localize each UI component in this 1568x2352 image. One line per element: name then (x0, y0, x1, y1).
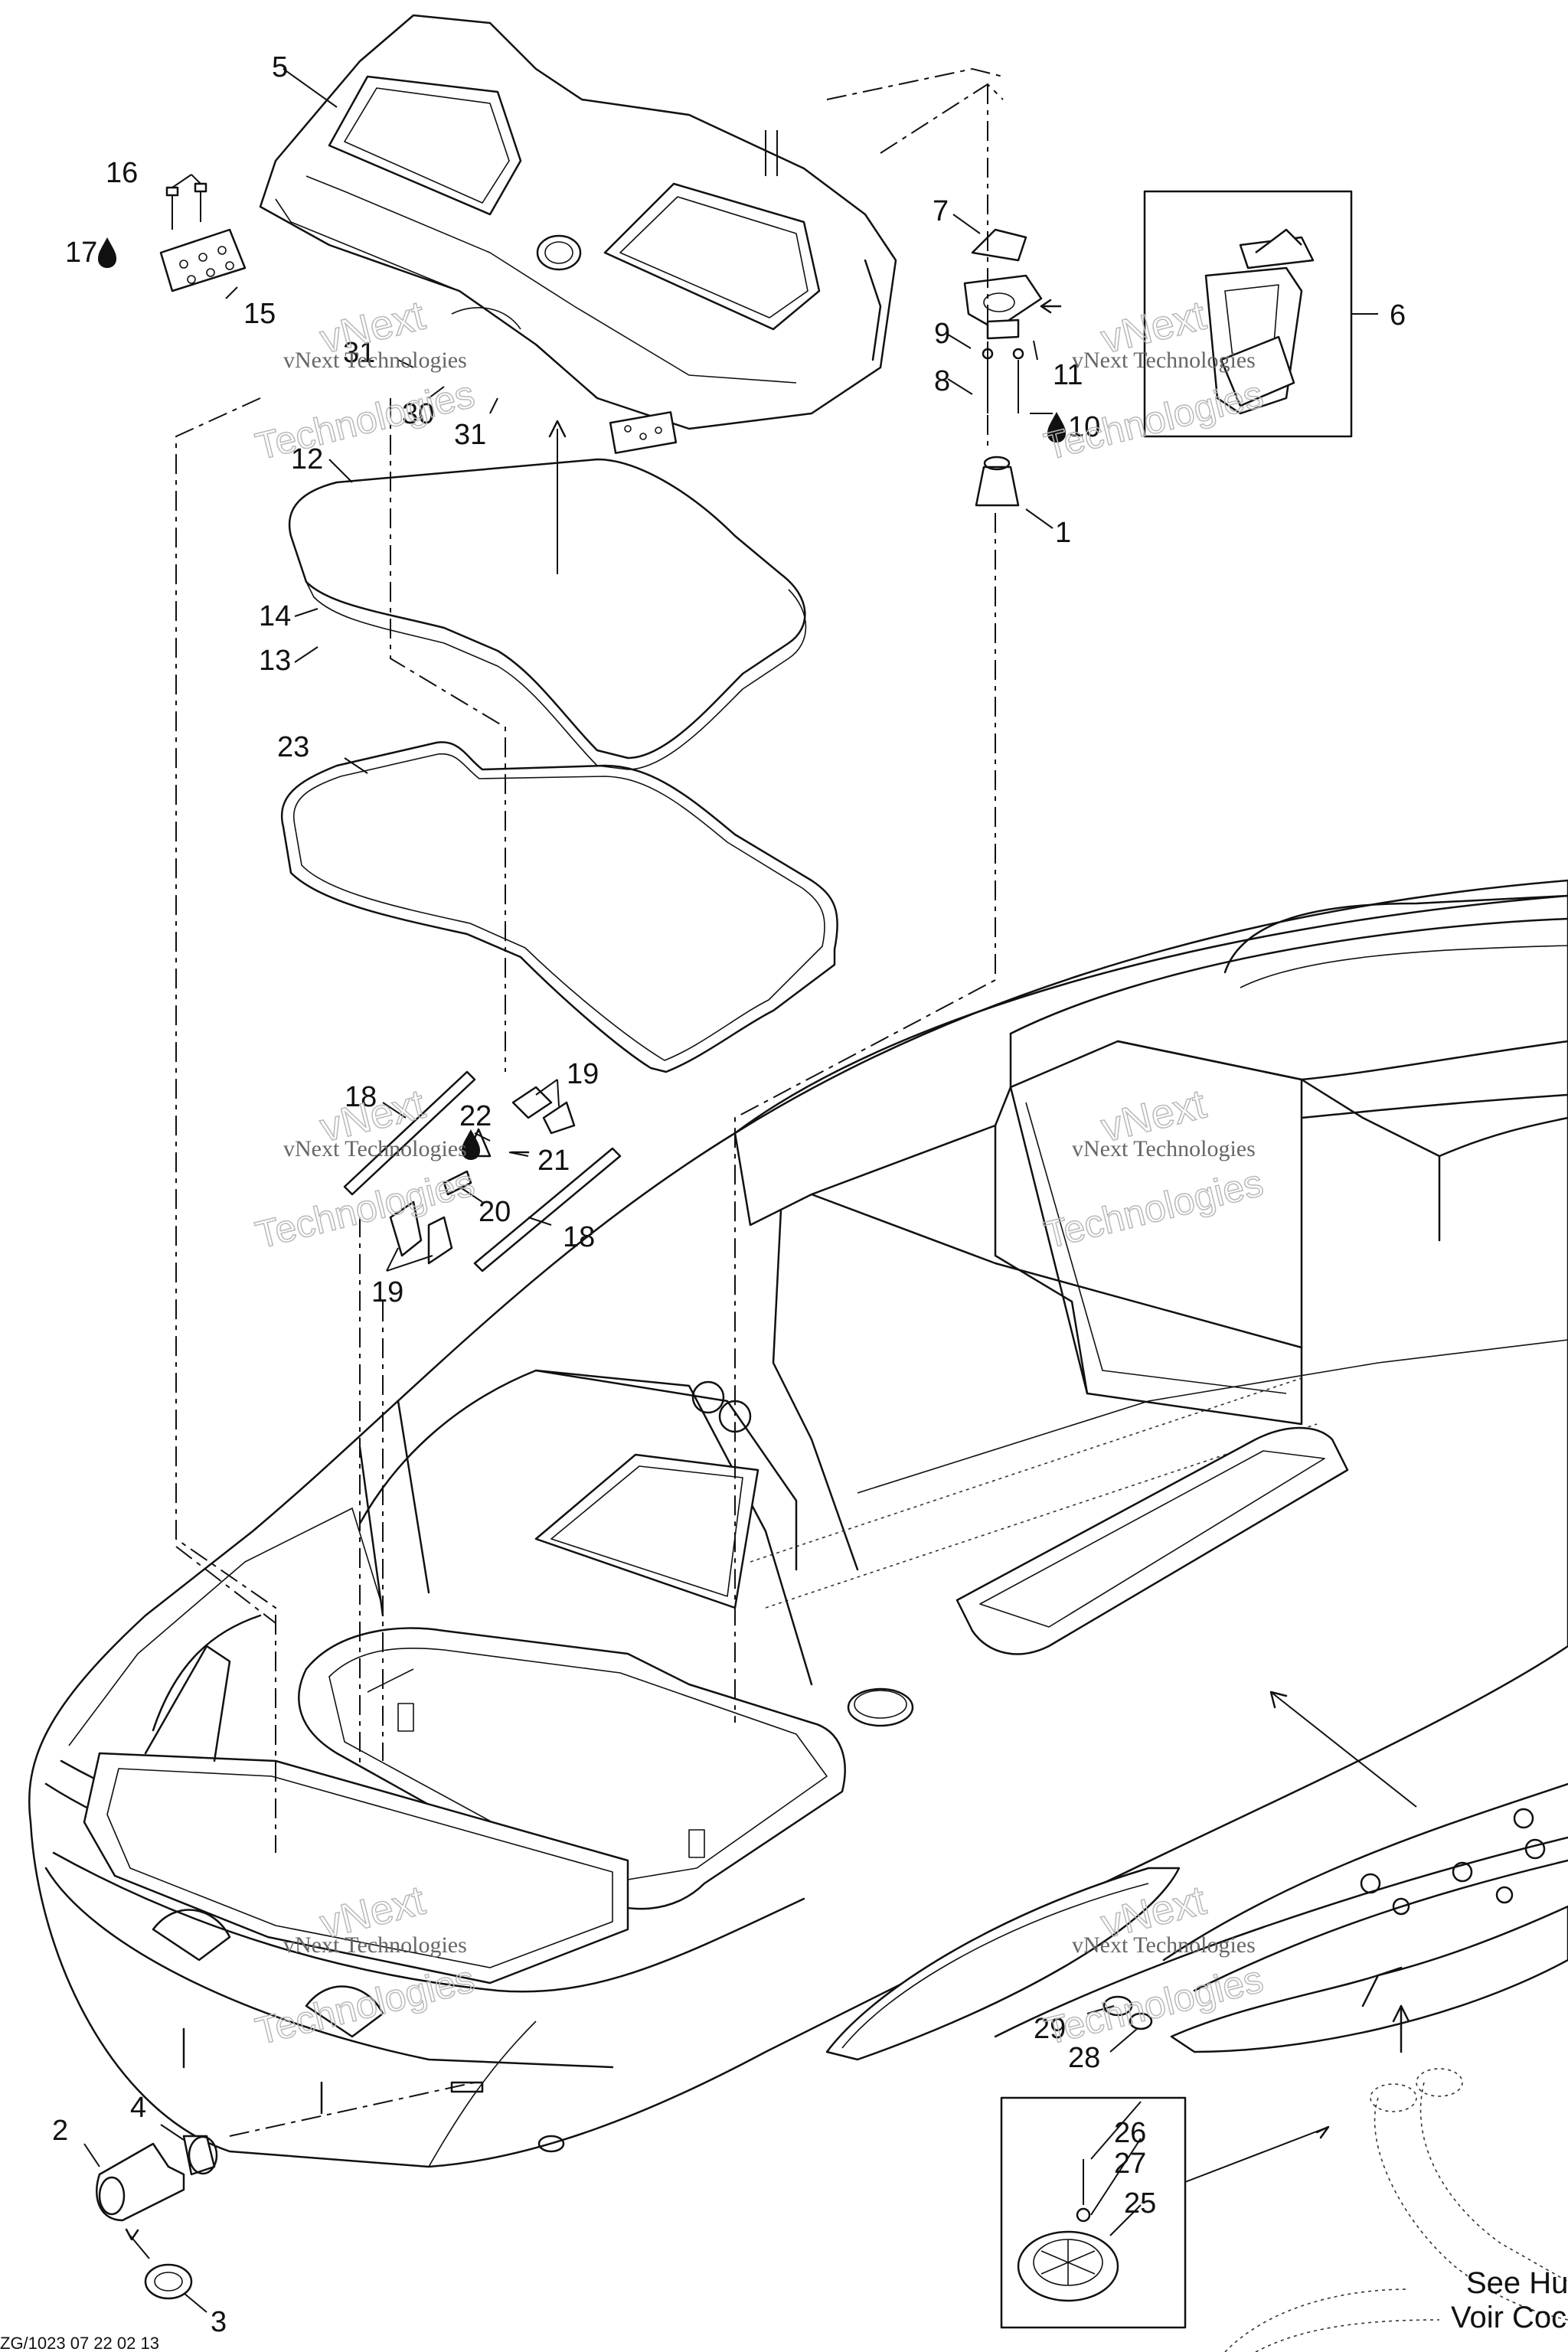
callout-19a: 19 (567, 1058, 599, 1090)
callout-8: 8 (934, 365, 950, 397)
callout-23: 23 (277, 731, 309, 763)
svg-text:vNext Technologies: vNext Technologies (283, 1932, 467, 1958)
leader-lines (83, 68, 1378, 2313)
front-hook (96, 2135, 218, 2300)
callout-1: 1 (1055, 517, 1071, 549)
lubricant-drop-icon (98, 237, 116, 268)
alignment-lines (175, 67, 1417, 2137)
callout-14: 14 (259, 600, 291, 632)
side-fastener-row (1360, 1808, 1546, 1916)
callout-2: 2 (52, 2115, 68, 2147)
pins-18-22 (343, 1070, 622, 1272)
callout-12: 12 (291, 443, 323, 475)
callout-5: 5 (272, 51, 288, 83)
callout-9: 9 (934, 318, 950, 350)
callout-10: 10 (1068, 411, 1100, 443)
svg-text:vNext Technologies: vNext Technologies (283, 1136, 467, 1161)
watermark-1: vNext vNext Technologies Technologies (251, 292, 479, 469)
see-hull-note-line1: See Hu (1466, 2266, 1568, 2300)
panel-12 (288, 458, 807, 770)
callout-31b: 31 (454, 419, 486, 451)
callout-28: 28 (1068, 2042, 1100, 2074)
callout-27: 27 (1114, 2148, 1146, 2180)
hull-body (28, 879, 1568, 2352)
diagram-code: ZG/1023 07 22 02 13 (0, 2334, 159, 2352)
callout-7: 7 (933, 195, 949, 227)
callout-18b: 18 (563, 1221, 595, 1253)
lubricant-drop-icon (462, 1129, 480, 1160)
callout-26: 26 (1114, 2117, 1146, 2149)
svg-text:vNext Technologies: vNext Technologies (1072, 1136, 1256, 1161)
callout-13: 13 (259, 645, 291, 677)
latch-assembly (963, 190, 1378, 507)
callout-3: 3 (211, 2306, 227, 2338)
callout-18a: 18 (345, 1081, 377, 1113)
hinge-15 (159, 182, 247, 292)
svg-text:vNext Technologies: vNext Technologies (1072, 1932, 1256, 1958)
svg-text:Technologies: Technologies (251, 372, 479, 468)
callout-30: 30 (402, 398, 434, 430)
callout-11: 11 (1053, 359, 1083, 391)
callout-20: 20 (479, 1196, 511, 1228)
callout-4: 4 (130, 2092, 146, 2124)
callout-6: 6 (1390, 299, 1406, 332)
callout-19b: 19 (371, 1276, 403, 1308)
callout-25: 25 (1124, 2187, 1156, 2220)
callout-31a: 31 (343, 337, 375, 369)
svg-text:vNext Technologies: vNext Technologies (1072, 348, 1256, 373)
callout-22: 22 (459, 1100, 492, 1132)
storage-cover (259, 14, 897, 454)
callout-15: 15 (243, 298, 276, 330)
callout-21: 21 (537, 1145, 570, 1177)
see-hull-note-line2: Voir Coc (1451, 2301, 1566, 2334)
callout-29: 29 (1034, 2013, 1066, 2045)
callout-labels: 1 2 3 4 5 6 7 8 9 10 11 12 13 14 15 16 1… (52, 51, 1406, 2338)
lubricant-drop-icon (1047, 412, 1066, 443)
callout-17: 17 (65, 237, 97, 269)
svg-text:vNext Technologies: vNext Technologies (283, 348, 467, 373)
gasket-23 (280, 741, 838, 1073)
callout-16: 16 (106, 157, 138, 189)
drain-plug-inset (1000, 1995, 1330, 2329)
